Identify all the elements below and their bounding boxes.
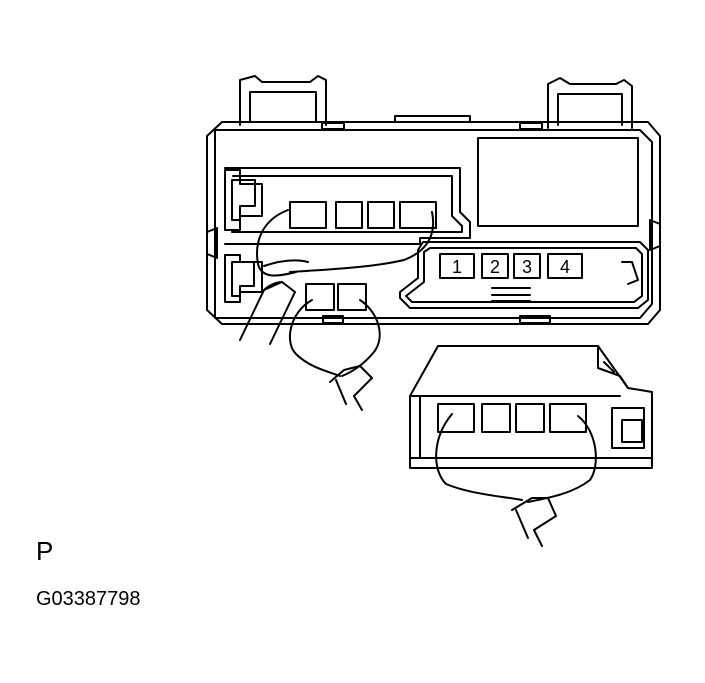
terminal-box-1 (439, 253, 475, 279)
lock-ribs (491, 287, 531, 302)
mounting-clip-left (239, 75, 327, 126)
view-letter: P (36, 536, 54, 566)
junction-block-body (206, 115, 661, 325)
lower-connector-terminals (305, 283, 367, 311)
terminal-box-3 (513, 253, 541, 279)
figure-code: G03387798 (36, 588, 141, 610)
tester-lead-lower (288, 299, 381, 411)
upper-connector-terminals (289, 201, 437, 229)
tester-lead-plug (435, 413, 597, 547)
terminal-box-2 (481, 253, 509, 279)
tester-lead-upper (239, 209, 435, 345)
mounting-clip-right (547, 77, 633, 129)
mating-connector-plug (409, 345, 653, 469)
connector-cavity-upper (224, 167, 471, 245)
terminal-box-4 (547, 253, 583, 279)
terminal-label-2: 2 (490, 257, 500, 277)
terminal-label-4: 4 (560, 257, 570, 277)
side-latch-left (224, 169, 263, 303)
plug-terminals (437, 403, 587, 433)
terminal-label-1: 1 (452, 257, 462, 277)
terminal-label-3: 3 (522, 257, 532, 277)
